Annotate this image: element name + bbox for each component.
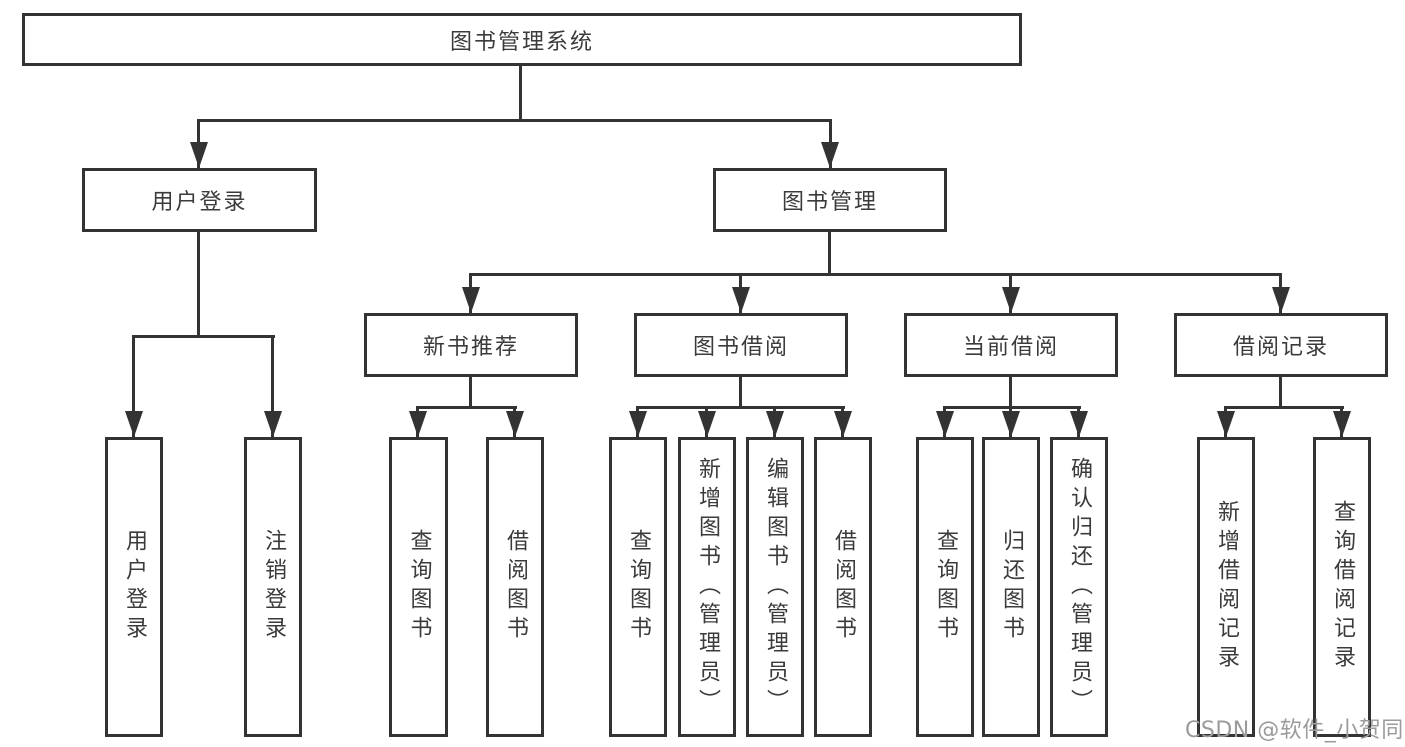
arrowhead-icon [409,411,427,437]
connector-line [197,119,832,122]
arrowhead-icon [1333,411,1351,437]
node-label: 查询图书 [406,529,432,645]
leaf-query-borrow-record: 查询借阅记录 [1313,437,1371,737]
leaf-add-borrow-record: 新增借阅记录 [1197,437,1255,737]
arrowhead-icon [190,142,208,168]
node-label: 图书管理系统 [449,29,594,55]
node-label: 新书推荐 [422,335,519,360]
arrowhead-icon [506,411,524,437]
node-label: 当前借阅 [962,335,1059,360]
leaf-logout: 注销登录 [244,437,302,737]
connector-line [132,335,135,437]
connector-line [132,335,275,338]
arrowhead-icon [629,411,647,437]
leaf-edit-book-admin: 编辑图书（管理员） [746,437,804,737]
leaf-query-books-current: 查询图书 [916,437,974,737]
node-label: 确认归还（管理员） [1067,456,1092,718]
arrowhead-icon [1002,287,1020,313]
node-borrowing-records: 借阅记录 [1174,313,1388,377]
node-book-management: 图书管理 [713,168,947,232]
connector-line [519,66,522,119]
connector-line [469,377,472,406]
node-label: 借阅图书 [503,529,528,645]
node-label: 用户登录 [122,529,147,645]
arrowhead-icon [936,411,954,437]
connector-line [943,406,1081,409]
leaf-borrow-books-borrowing: 借阅图书 [814,437,872,737]
arrowhead-icon [1217,411,1235,437]
arrowhead-icon [732,287,750,313]
csdn-watermark: CSDN @软件_小贺同学 [1185,718,1405,743]
node-user-login: 用户登录 [82,168,317,232]
arrowhead-icon [264,411,282,437]
arrowhead-icon [462,287,480,313]
node-label: 新增借阅记录 [1214,500,1239,674]
leaf-borrow-books-recommend: 借阅图书 [486,437,544,737]
connector-line [469,273,1282,276]
connector-line [1009,377,1012,406]
leaf-user-login: 用户登录 [105,437,163,737]
node-label: 图书借阅 [692,335,789,360]
connector-line [271,335,274,437]
arrowhead-icon [821,142,839,168]
arrowhead-icon [1002,411,1020,437]
arrowhead-icon [766,411,784,437]
leaf-add-book-admin: 新增图书（管理员） [678,437,736,737]
arrowhead-icon [1272,287,1290,313]
node-label: 新增图书（管理员） [695,456,720,718]
connector-line [416,406,517,409]
arrowhead-icon [125,411,143,437]
node-label: 查询图书 [933,529,958,645]
node-new-book-recommendation: 新书推荐 [364,313,578,377]
node-library-management-system: 图书管理系统 [22,13,1022,66]
node-label: 借阅记录 [1232,335,1329,360]
connector-line [1279,377,1282,406]
node-label: 编辑图书（管理员） [763,456,788,718]
connector-line [197,232,200,335]
arrowhead-icon [1070,411,1088,437]
connector-line [828,232,831,273]
node-label: 注销登录 [261,529,286,645]
node-label: 归还图书 [999,529,1024,645]
node-label: 查询图书 [626,529,651,645]
connector-line [1224,406,1344,409]
arrowhead-icon [698,411,716,437]
connector-line [739,377,742,406]
node-label: 用户登录 [151,190,248,215]
node-book-borrowing: 图书借阅 [634,313,848,377]
leaf-confirm-return-admin: 确认归还（管理员） [1050,437,1108,737]
leaf-query-books-borrowing: 查询图书 [609,437,667,737]
arrowhead-icon [834,411,852,437]
leaf-query-books-recommend: 查询图书 [389,437,448,737]
connector-line [636,406,845,409]
node-label: 借阅图书 [831,529,856,645]
node-label: 图书管理 [781,190,878,215]
node-label: 查询借阅记录 [1330,500,1355,674]
node-current-borrowing: 当前借阅 [904,313,1118,377]
leaf-return-book: 归还图书 [982,437,1040,737]
